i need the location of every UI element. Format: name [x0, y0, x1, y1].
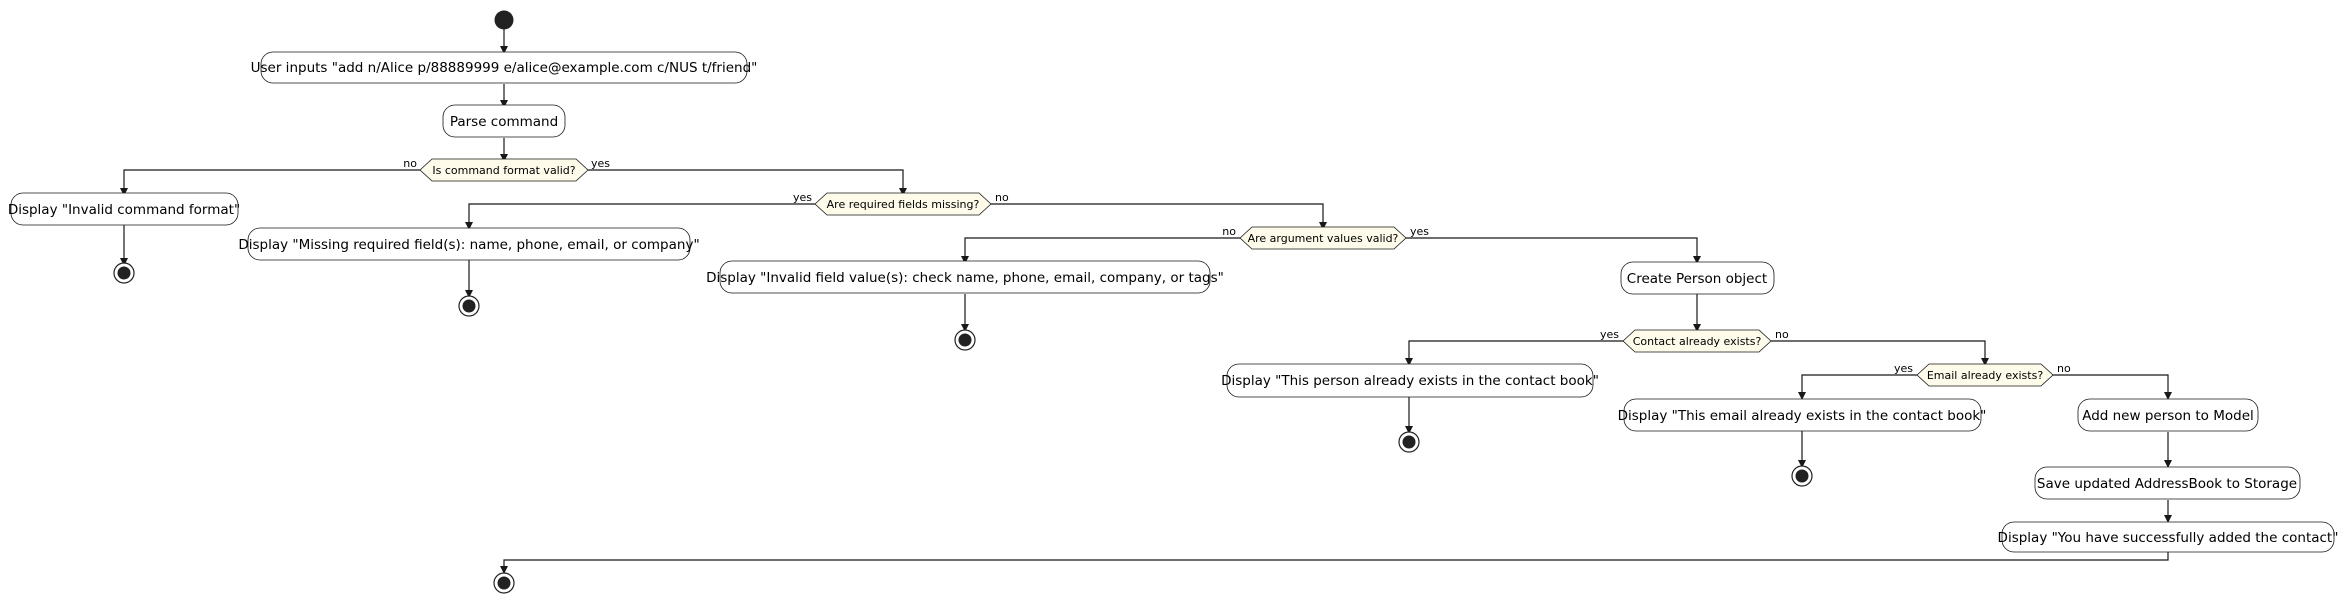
branch-label-values-yes: yes — [1410, 225, 1429, 238]
action-missing-fields: Display "Missing required field(s): name… — [238, 227, 700, 261]
arrowhead — [1693, 256, 1701, 264]
arrowhead — [2164, 515, 2172, 523]
decision-argument-values: Are argument values valid? — [1239, 226, 1407, 250]
arrowhead — [1693, 324, 1701, 332]
decision-required-fields-label: Are required fields missing? — [827, 198, 980, 211]
branch-label-missing-no: no — [995, 191, 1009, 204]
action-invalid-format-label: Display "Invalid command format" — [8, 202, 240, 218]
action-user-input: User inputs "add n/Alice p/88889999 e/al… — [251, 51, 758, 84]
action-create-person: Create Person object — [1620, 261, 1775, 295]
action-add-person-label: Add new person to Model — [2082, 408, 2254, 424]
action-invalid-format: Display "Invalid command format" — [8, 192, 240, 226]
arrowhead — [1319, 222, 1327, 230]
decision-required-fields: Are required fields missing? — [814, 192, 992, 216]
edge-values-yes — [1406, 237, 1698, 261]
action-parse-command-label: Parse command — [450, 114, 558, 130]
arrowhead — [500, 100, 508, 108]
branch-label-contact-yes: yes — [1600, 328, 1619, 341]
end-node — [1398, 431, 1420, 453]
arrowhead — [465, 290, 473, 298]
arrowhead — [1981, 358, 1989, 366]
action-success: Display "You have successfully added the… — [1998, 521, 2339, 553]
edge-values-no — [964, 237, 1240, 260]
edge-email-yes — [1801, 374, 1917, 398]
action-person-exists: Display "This person already exists in t… — [1221, 363, 1599, 398]
branch-label-format-yes: yes — [591, 157, 610, 170]
decision-email-exists: Email already exists? — [1916, 363, 2054, 387]
action-user-input-label: User inputs "add n/Alice p/88889999 e/al… — [251, 60, 758, 76]
edge-success-to-end — [503, 552, 2169, 571]
branch-label-email-yes: yes — [1894, 362, 1913, 375]
branch-label-values-no: no — [1222, 225, 1236, 238]
edge-missing-no — [991, 203, 1324, 227]
action-save-storage: Save updated AddressBook to Storage — [2034, 466, 2301, 500]
edges — [123, 28, 2169, 571]
arrowhead — [899, 188, 907, 196]
decision-command-format: Is command format valid? — [419, 158, 589, 182]
arrowhead — [465, 222, 473, 230]
edge-format-no — [123, 169, 420, 192]
arrowhead — [120, 258, 128, 266]
edge-email-no — [2053, 374, 2169, 398]
branch-label-email-no: no — [2057, 362, 2071, 375]
arrowhead — [2164, 392, 2172, 400]
decision-email-exists-label: Email already exists? — [1927, 369, 2044, 382]
branch-label-format-no: no — [403, 157, 417, 170]
branch-label-contact-no: no — [1775, 328, 1789, 341]
action-email-exists: Display "This email already exists in th… — [1618, 398, 1987, 432]
decision-contact-exists: Contact already exists? — [1622, 329, 1772, 353]
arrowhead — [1798, 460, 1806, 468]
action-parse-command: Parse command — [442, 104, 566, 138]
decision-command-format-label: Is command format valid? — [432, 164, 575, 177]
arrowhead — [961, 256, 969, 264]
decision-argument-values-label: Are argument values valid? — [1248, 232, 1399, 245]
arrowhead — [2164, 460, 2172, 468]
edge-missing-yes — [468, 203, 815, 227]
arrowhead — [1405, 358, 1413, 366]
action-email-exists-label: Display "This email already exists in th… — [1618, 408, 1987, 424]
arrowhead — [1798, 392, 1806, 400]
decision-contact-exists-label: Contact already exists? — [1633, 335, 1762, 348]
end-node — [458, 295, 480, 317]
arrowheads — [120, 46, 2172, 574]
action-person-exists-label: Display "This person already exists in t… — [1221, 373, 1599, 389]
edge-contact-no — [1771, 340, 1986, 364]
arrowhead — [500, 46, 508, 54]
branch-labels: no yes yes no no yes yes no yes no — [403, 157, 2071, 375]
arrowhead — [120, 188, 128, 196]
action-invalid-values: Display "Invalid field value(s): check n… — [706, 260, 1224, 294]
end-node — [113, 262, 135, 284]
start-node — [494, 10, 514, 30]
action-success-label: Display "You have successfully added the… — [1998, 530, 2339, 546]
action-add-person: Add new person to Model — [2077, 398, 2259, 432]
arrowhead — [1405, 426, 1413, 434]
edge-format-yes — [588, 169, 904, 193]
arrowhead — [500, 154, 508, 162]
action-create-person-label: Create Person object — [1627, 271, 1767, 287]
end-node-final — [493, 572, 515, 594]
arrowhead — [961, 324, 969, 332]
action-save-storage-label: Save updated AddressBook to Storage — [2037, 476, 2297, 492]
branch-label-missing-yes: yes — [793, 191, 812, 204]
end-node — [1791, 465, 1813, 487]
end-node — [954, 329, 976, 351]
action-invalid-values-label: Display "Invalid field value(s): check n… — [706, 270, 1224, 286]
arrowhead — [500, 566, 508, 574]
edge-contact-yes — [1408, 340, 1623, 363]
action-missing-fields-label: Display "Missing required field(s): name… — [238, 237, 699, 253]
